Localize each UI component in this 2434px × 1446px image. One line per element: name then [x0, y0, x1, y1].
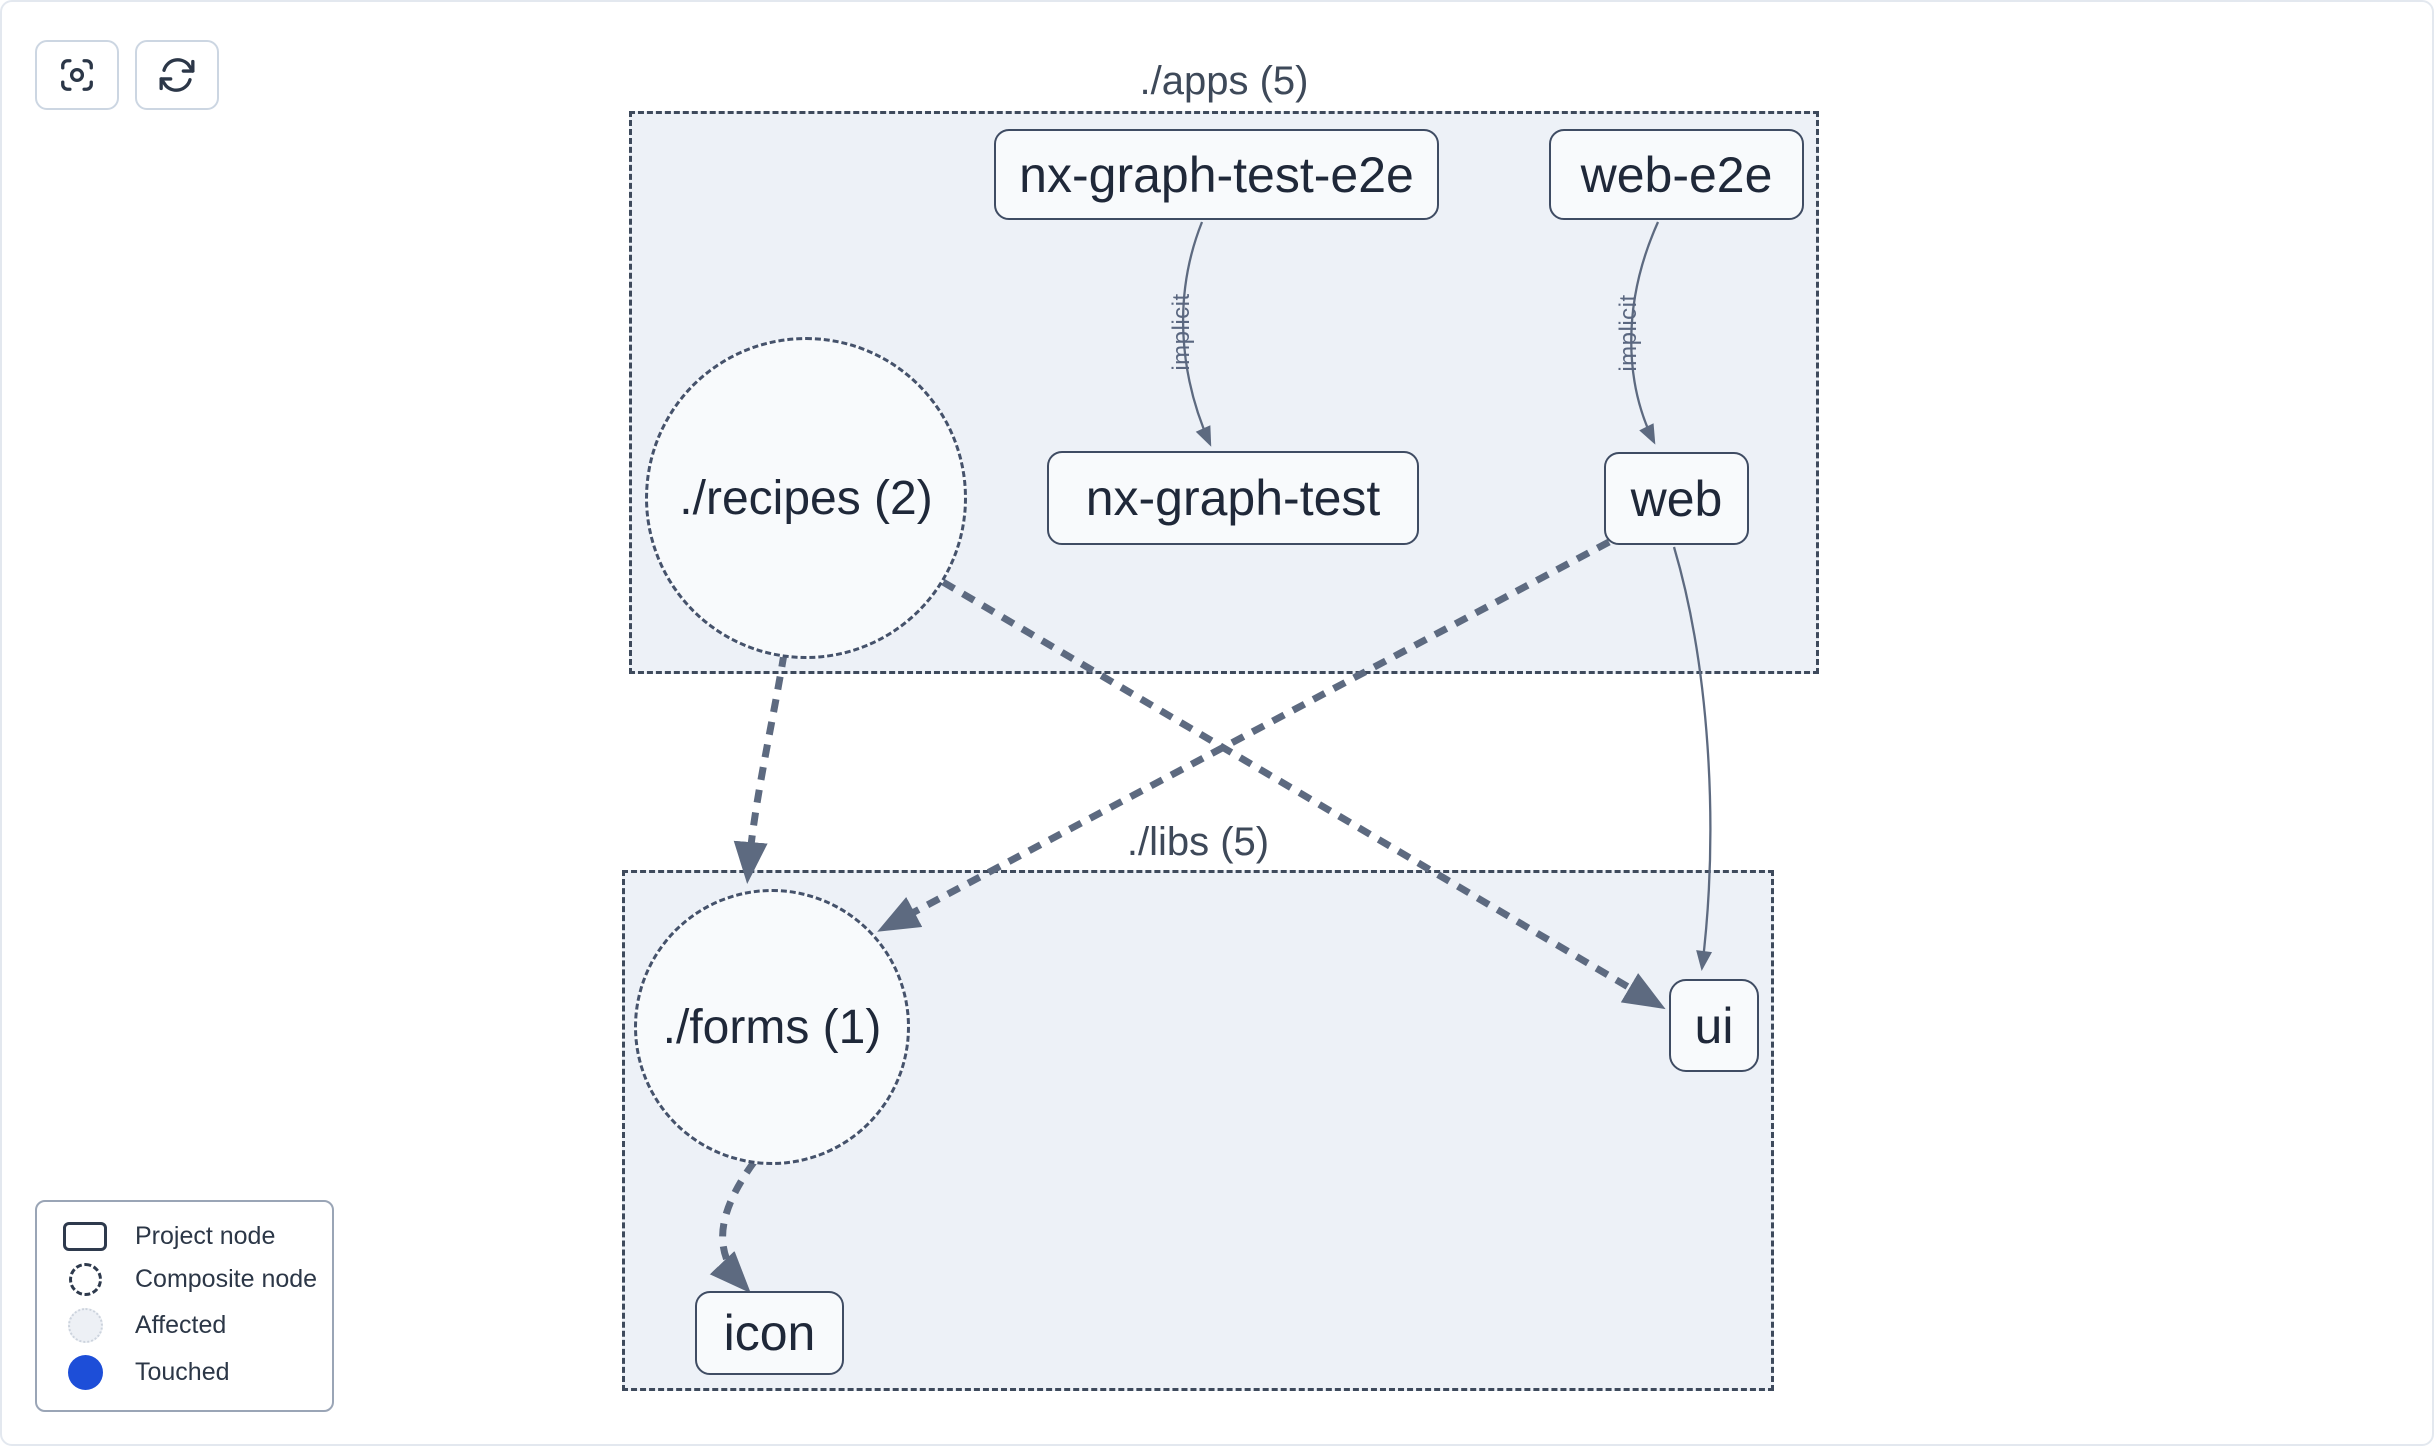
legend-label: Composite node [135, 1265, 318, 1293]
node-web[interactable]: web [1604, 452, 1749, 545]
composite-node-swatch [68, 1263, 102, 1296]
refresh-button[interactable] [135, 40, 219, 110]
composite-node-forms[interactable]: ./forms (1) [634, 889, 910, 1165]
legend-row-touched: Touched [59, 1355, 324, 1390]
project-node-swatch [63, 1222, 107, 1251]
node-nx-graph-test[interactable]: nx-graph-test [1047, 451, 1419, 545]
group-title-apps: ./apps (5) [1139, 59, 1309, 103]
legend-row-composite: Composite node [59, 1263, 324, 1296]
legend-label: Affected [135, 1311, 227, 1339]
node-web-e2e[interactable]: web-e2e [1549, 129, 1804, 220]
legend-row-affected: Affected [59, 1308, 324, 1343]
touched-swatch [67, 1355, 103, 1390]
node-ui[interactable]: ui [1669, 979, 1759, 1072]
node-icon[interactable]: icon [695, 1291, 844, 1375]
node-nx-graph-test-e2e[interactable]: nx-graph-test-e2e [994, 129, 1439, 220]
refresh-icon [158, 56, 196, 94]
legend-label: Touched [135, 1358, 230, 1386]
legend-label: Project node [135, 1222, 276, 1250]
edge-recipes-to-forms [733, 653, 788, 884]
group-title-libs: ./libs (5) [1126, 820, 1270, 864]
affected-swatch [67, 1308, 103, 1343]
composite-node-recipes[interactable]: ./recipes (2) [645, 337, 967, 659]
legend-row-project: Project node [59, 1222, 324, 1251]
legend-panel: Project node Composite node Affected Tou… [35, 1200, 334, 1412]
focus-button[interactable] [35, 40, 119, 110]
focus-icon [58, 56, 96, 94]
